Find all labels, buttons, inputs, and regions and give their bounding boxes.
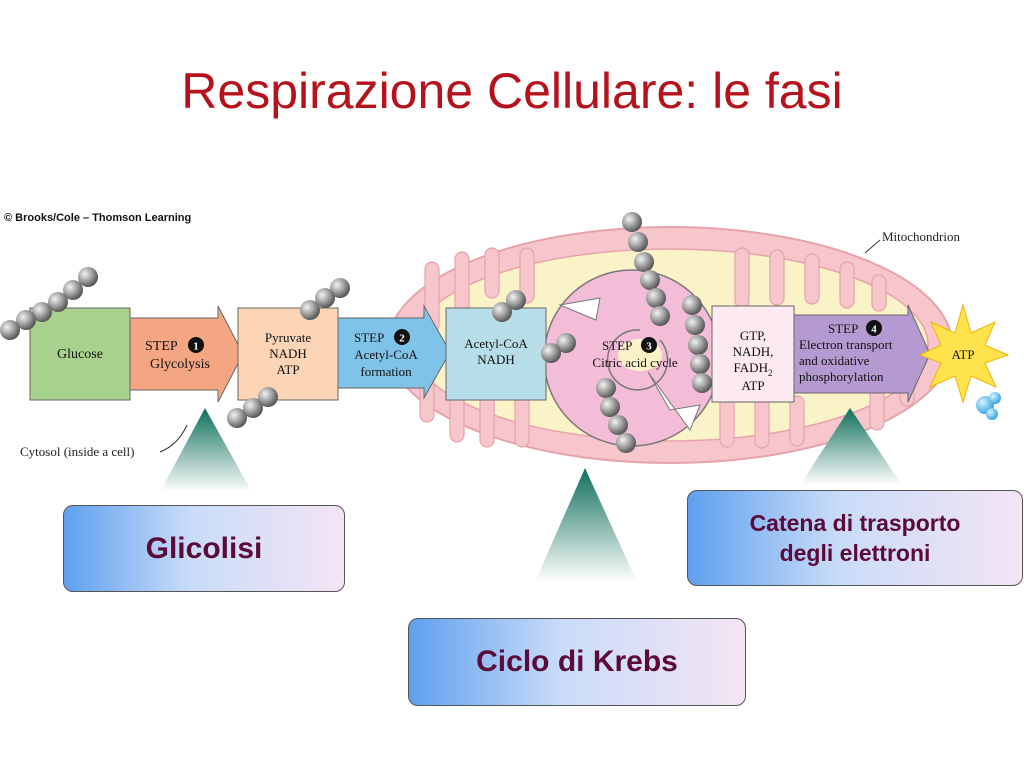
pointer-glicolisi (160, 408, 252, 492)
step2-arrow (337, 304, 451, 400)
step4-line1: Electron transport (799, 337, 893, 352)
products-line4: ATP (741, 378, 764, 393)
pyruvate-box (237, 307, 339, 401)
step3-name: Citric acid cycle (592, 355, 677, 370)
step2-name2: formation (360, 364, 412, 379)
products-line3-subscript: 2 (768, 368, 773, 378)
svg-text:FADH2: FADH2 (734, 360, 773, 378)
step1-arrow (129, 305, 244, 403)
label-etc-line2: degli elettroni (779, 540, 931, 566)
label-catena-trasporto: Catena di trasporto degli elettroni (687, 490, 1023, 586)
step1-number-badge (188, 337, 204, 353)
step1-number: 1 (193, 341, 199, 353)
atp-label: ATP (951, 347, 974, 362)
pyruvate-line1: Pyruvate (265, 330, 311, 345)
step3-label: STEP (602, 338, 632, 353)
glucose-box (29, 307, 131, 401)
products-line1: GTP, (740, 328, 766, 343)
copyright-text: © Brooks/Cole – Thomson Learning (4, 212, 192, 224)
molecule-chains (0, 212, 712, 453)
water-molecule (976, 392, 1001, 420)
glucose-label: Glucose (57, 347, 103, 362)
products-line3: FADH (734, 360, 768, 375)
step4-label: STEP (828, 321, 858, 336)
step1-name: Glycolysis (150, 357, 210, 372)
step2-number: 2 (399, 333, 405, 345)
label-etc-line1: Catena di trasporto (749, 510, 961, 536)
step2-number-badge (394, 329, 410, 345)
pointer-krebs (535, 468, 637, 582)
acetyl-line1: Acetyl-CoA (464, 336, 528, 351)
products-line2: NADH, (733, 344, 774, 359)
step3-number-badge (641, 337, 657, 353)
atp-burst (918, 303, 1010, 404)
acetyl-line2: NADH (477, 352, 515, 367)
label-ciclo-krebs: Ciclo di Krebs (408, 618, 746, 706)
mitochondrion-label: Mitochondrion (882, 229, 960, 244)
acetyl-coa-box (445, 307, 547, 401)
products-box (711, 305, 795, 403)
step4-line3: phosphorylation (799, 369, 884, 384)
pyruvate-line2: NADH (269, 346, 307, 361)
step4-number: 4 (871, 324, 877, 336)
pointer-etc (800, 408, 902, 485)
step1-label: STEP (145, 339, 178, 354)
svg-text:STEP: STEP (145, 339, 178, 354)
step4-arrow (793, 304, 931, 403)
step3-number: 3 (646, 341, 652, 353)
pyruvate-line3: ATP (276, 362, 299, 377)
label-glicolisi: Glicolisi (63, 505, 345, 592)
page-title: Respirazione Cellulare: le fasi (181, 63, 843, 119)
cytosol-label: Cytosol (inside a cell) (20, 444, 134, 459)
step4-line2: and oxidative (799, 353, 870, 368)
step2-name1: Acetyl-CoA (354, 347, 418, 362)
step4-number-badge (866, 320, 882, 336)
step2-label: STEP (354, 330, 384, 345)
